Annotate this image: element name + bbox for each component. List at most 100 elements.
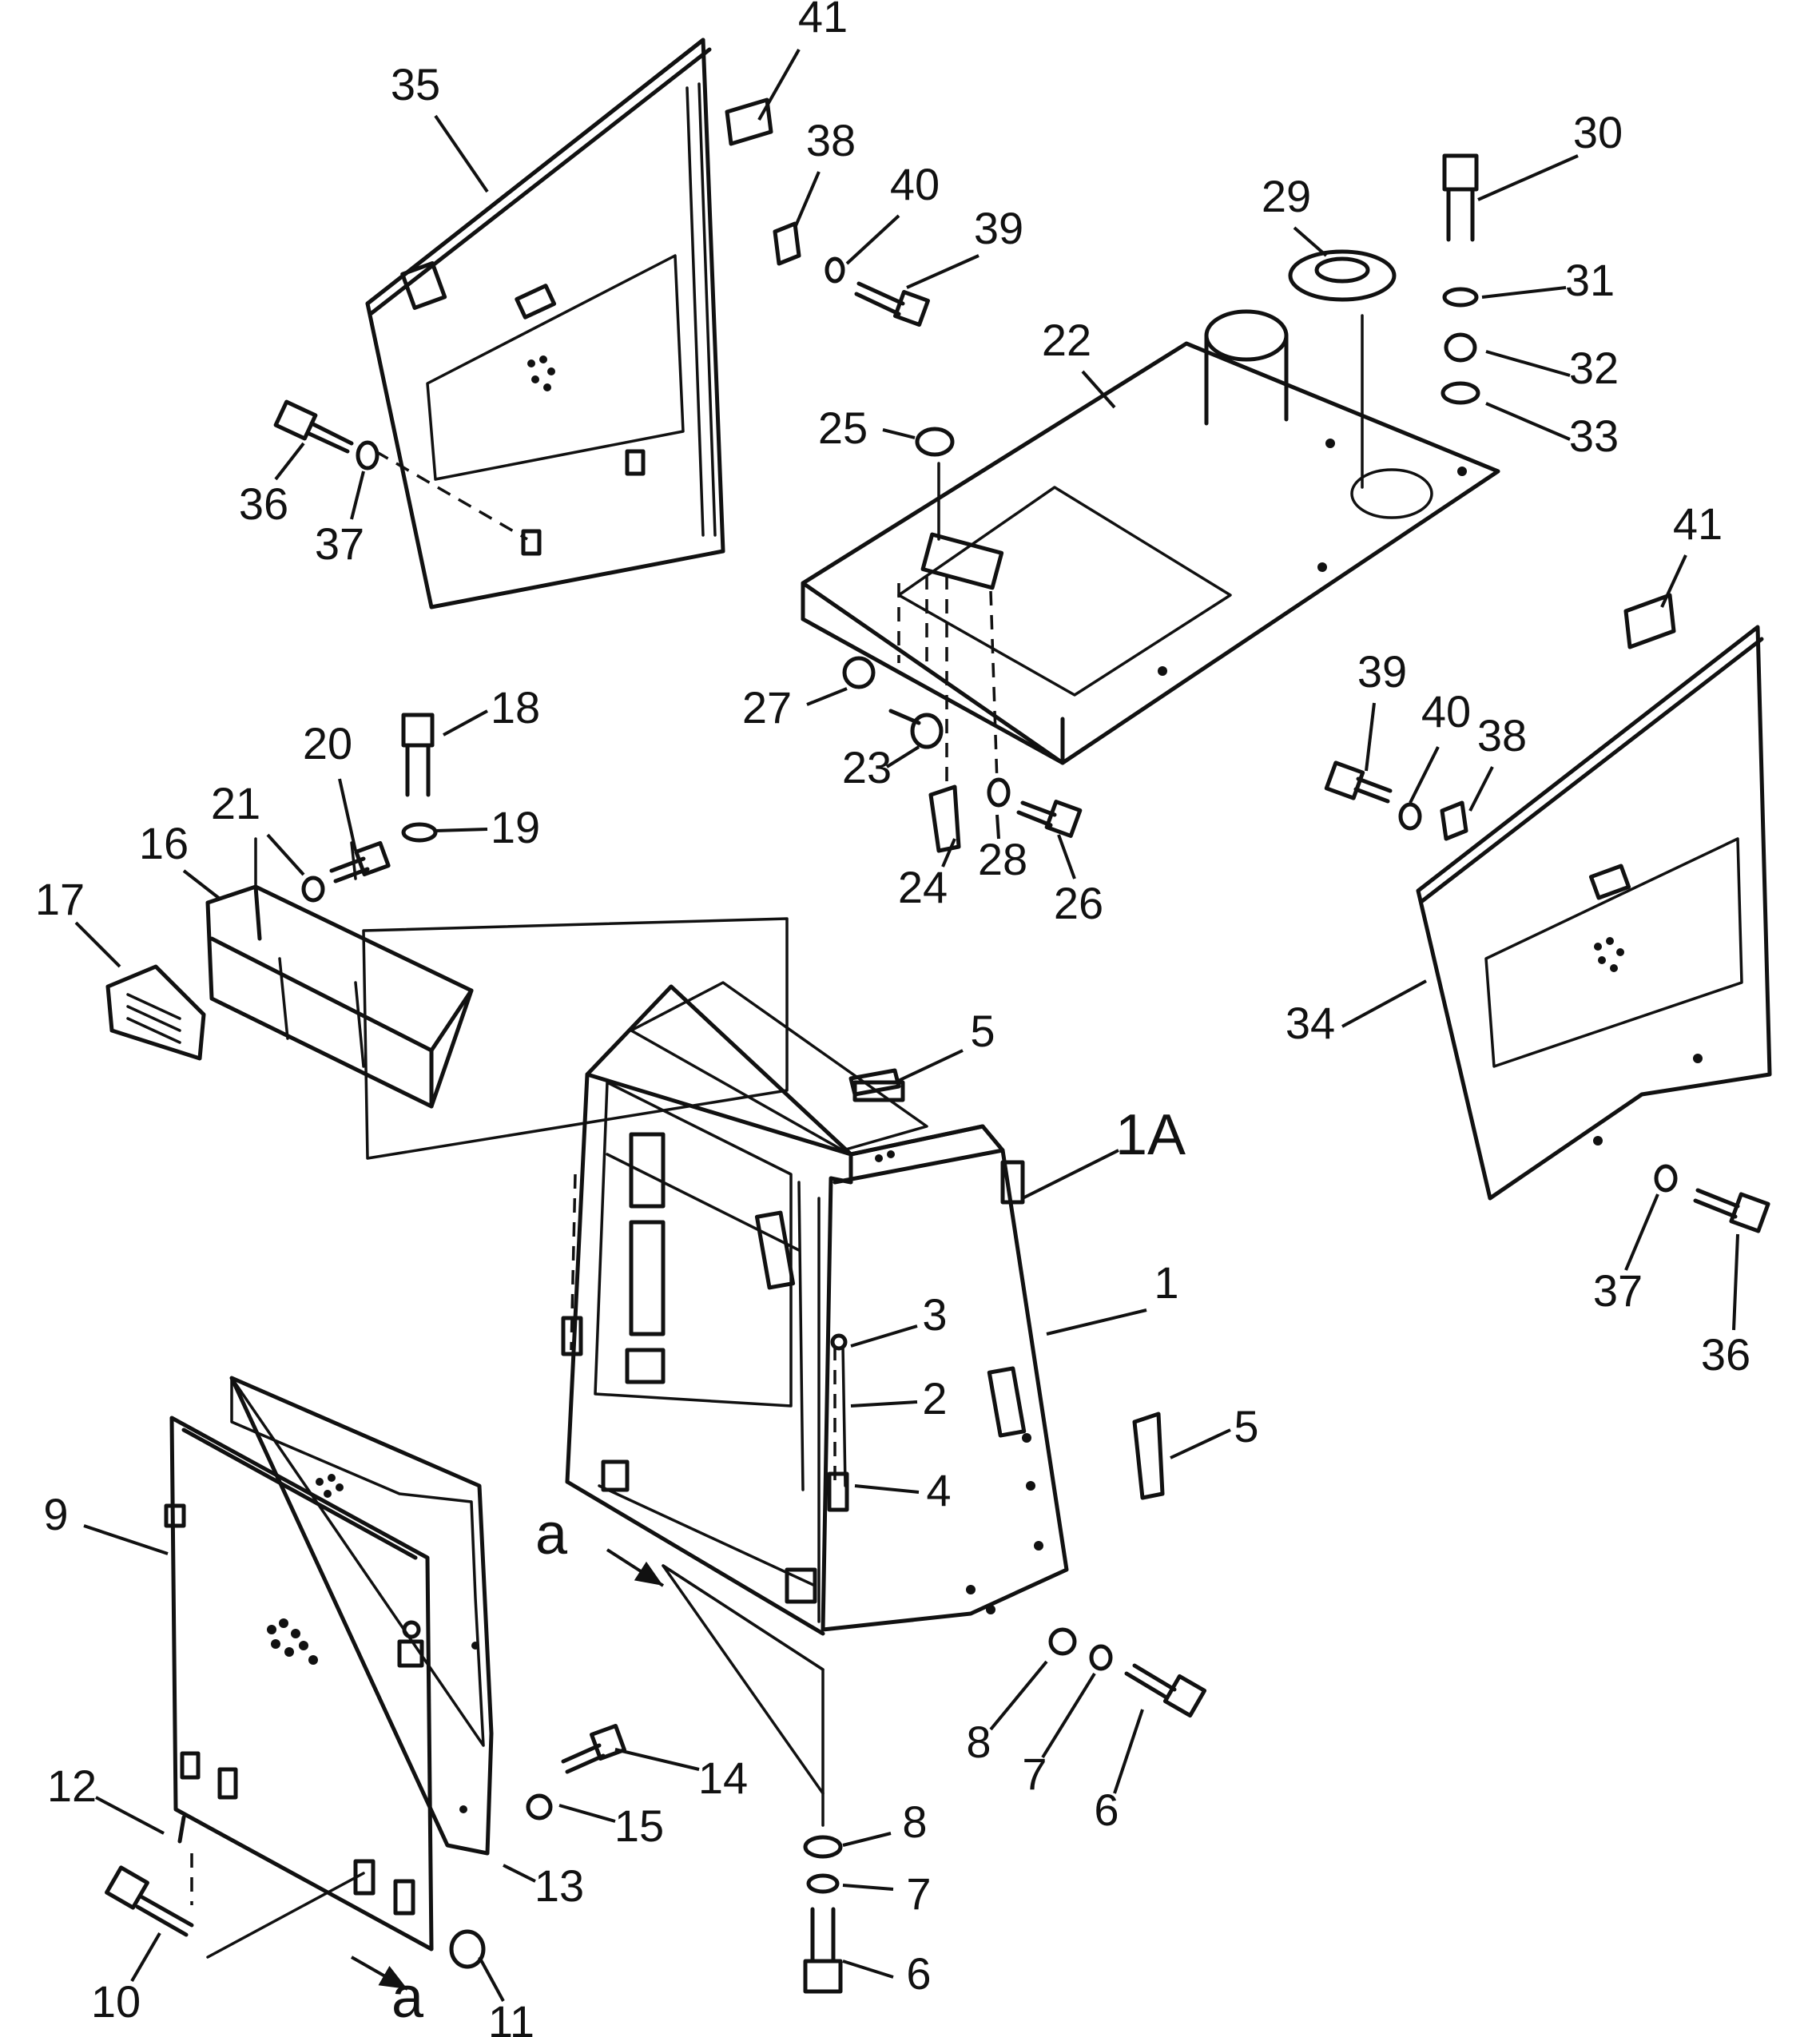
callout-label: 14	[698, 1753, 748, 1803]
callout-leader	[503, 1864, 536, 1883]
arrow-head-icon	[378, 1965, 407, 1989]
callout-leader	[842, 1884, 894, 1891]
latch-icon	[888, 709, 944, 749]
side-panel-35	[273, 38, 931, 610]
callout-leader	[885, 745, 920, 768]
callout-leader	[1113, 1709, 1144, 1794]
callout-leader	[83, 1524, 169, 1555]
vent-holes	[1594, 937, 1624, 972]
callout-label: 36	[1701, 1329, 1750, 1380]
callout-leader	[882, 428, 916, 439]
callout-leader	[1409, 746, 1440, 804]
washer-icon	[401, 822, 438, 843]
grommet-29	[1288, 249, 1397, 302]
callout-label: 11	[488, 1996, 534, 2037]
callout-label: 34	[1286, 998, 1335, 1048]
callout-leader	[806, 687, 848, 706]
callout-leader	[95, 1796, 165, 1835]
callout-label: 8	[966, 1717, 991, 1767]
callout-leader	[1481, 286, 1567, 299]
vent-holes	[267, 1618, 318, 1665]
callout-leader	[614, 1748, 700, 1771]
callout-label: 6	[1094, 1785, 1119, 1835]
bolt-icon	[105, 1865, 194, 1937]
callout-leader	[850, 1324, 918, 1348]
bolt-icon	[401, 713, 435, 797]
callout-label: 40	[890, 159, 940, 209]
nut-icon	[842, 656, 876, 689]
washer-icon	[301, 876, 325, 903]
callout-leader	[443, 709, 488, 737]
lock-washer-icon	[806, 1873, 840, 1894]
bolt-icon	[1324, 760, 1393, 804]
callout-leader	[338, 778, 357, 852]
callout-label: 4	[926, 1465, 951, 1515]
callout-label: 7	[1022, 1749, 1047, 1799]
callout-leader	[894, 1049, 964, 1084]
callout-leader	[854, 1484, 920, 1494]
callout-leader	[1022, 1149, 1119, 1200]
callout-leader	[757, 49, 801, 121]
callout-leader	[478, 1956, 505, 2002]
callout-leader	[850, 1400, 918, 1408]
bracket-icon	[773, 221, 801, 266]
door-panel-13	[229, 1376, 494, 1856]
callout-label: 25	[818, 403, 868, 453]
bushing-icon	[1444, 332, 1477, 363]
callout-leader	[350, 471, 365, 520]
vent-holes	[316, 1474, 344, 1498]
arrow-head-icon	[634, 1561, 663, 1586]
callout-leader	[1660, 554, 1687, 608]
callout-leader	[435, 828, 488, 832]
callout-label: 40	[1421, 686, 1471, 737]
side-panel-34	[1324, 593, 1772, 1233]
callout-label: 24	[898, 862, 948, 912]
washer-icon	[1654, 1164, 1678, 1193]
bolt-icon	[273, 399, 354, 454]
callout-leader	[274, 442, 305, 481]
grille-17	[105, 964, 206, 1061]
callout-label: 39	[1357, 646, 1407, 697]
washer-icon	[526, 1793, 553, 1821]
lock-washer-icon	[1089, 1644, 1113, 1671]
callout-label: 36	[239, 478, 288, 529]
callout-label: 30	[1573, 107, 1623, 157]
callout-label: 26	[1054, 878, 1103, 928]
callout-leader	[182, 869, 221, 900]
bolt-icon	[854, 281, 931, 328]
callout-leader	[1341, 979, 1427, 1028]
clip-icon	[1623, 593, 1676, 649]
callout-label: 2	[922, 1373, 947, 1424]
callout-leader	[1057, 834, 1076, 880]
main-frame-1	[565, 981, 1069, 1795]
callout-leader	[1732, 1233, 1739, 1331]
callout-label: 41	[798, 0, 848, 42]
callout-label: 10	[91, 1976, 141, 2027]
clip-icon	[725, 97, 773, 146]
chain-2	[561, 1173, 849, 1512]
callout-leader	[266, 833, 305, 876]
top-cover-22	[801, 309, 1500, 784]
clip-icon	[848, 1068, 901, 1097]
callout-label: 8	[902, 1797, 927, 1847]
callout-label: 38	[806, 115, 856, 165]
washer-icon	[803, 1835, 843, 1859]
pin-icon	[177, 1815, 186, 1844]
callout-leader	[995, 814, 1000, 840]
nut-icon	[449, 1929, 486, 1969]
clip-icon	[1132, 1412, 1165, 1500]
bracket-icon	[1440, 800, 1468, 841]
callout-leader	[74, 921, 121, 968]
callout-label: 7	[906, 1868, 931, 1919]
callout-label: 17	[35, 874, 85, 924]
callout-label: 38	[1477, 710, 1527, 760]
cap-icon	[915, 427, 955, 457]
callout-leader	[1170, 1428, 1231, 1459]
callout-label: 15	[614, 1801, 664, 1851]
washer-icon	[1442, 287, 1479, 308]
callout-leader	[1477, 154, 1579, 201]
bolt-icon	[1016, 800, 1083, 838]
callout-leader	[130, 1932, 161, 1983]
bolt-icon	[329, 840, 391, 883]
